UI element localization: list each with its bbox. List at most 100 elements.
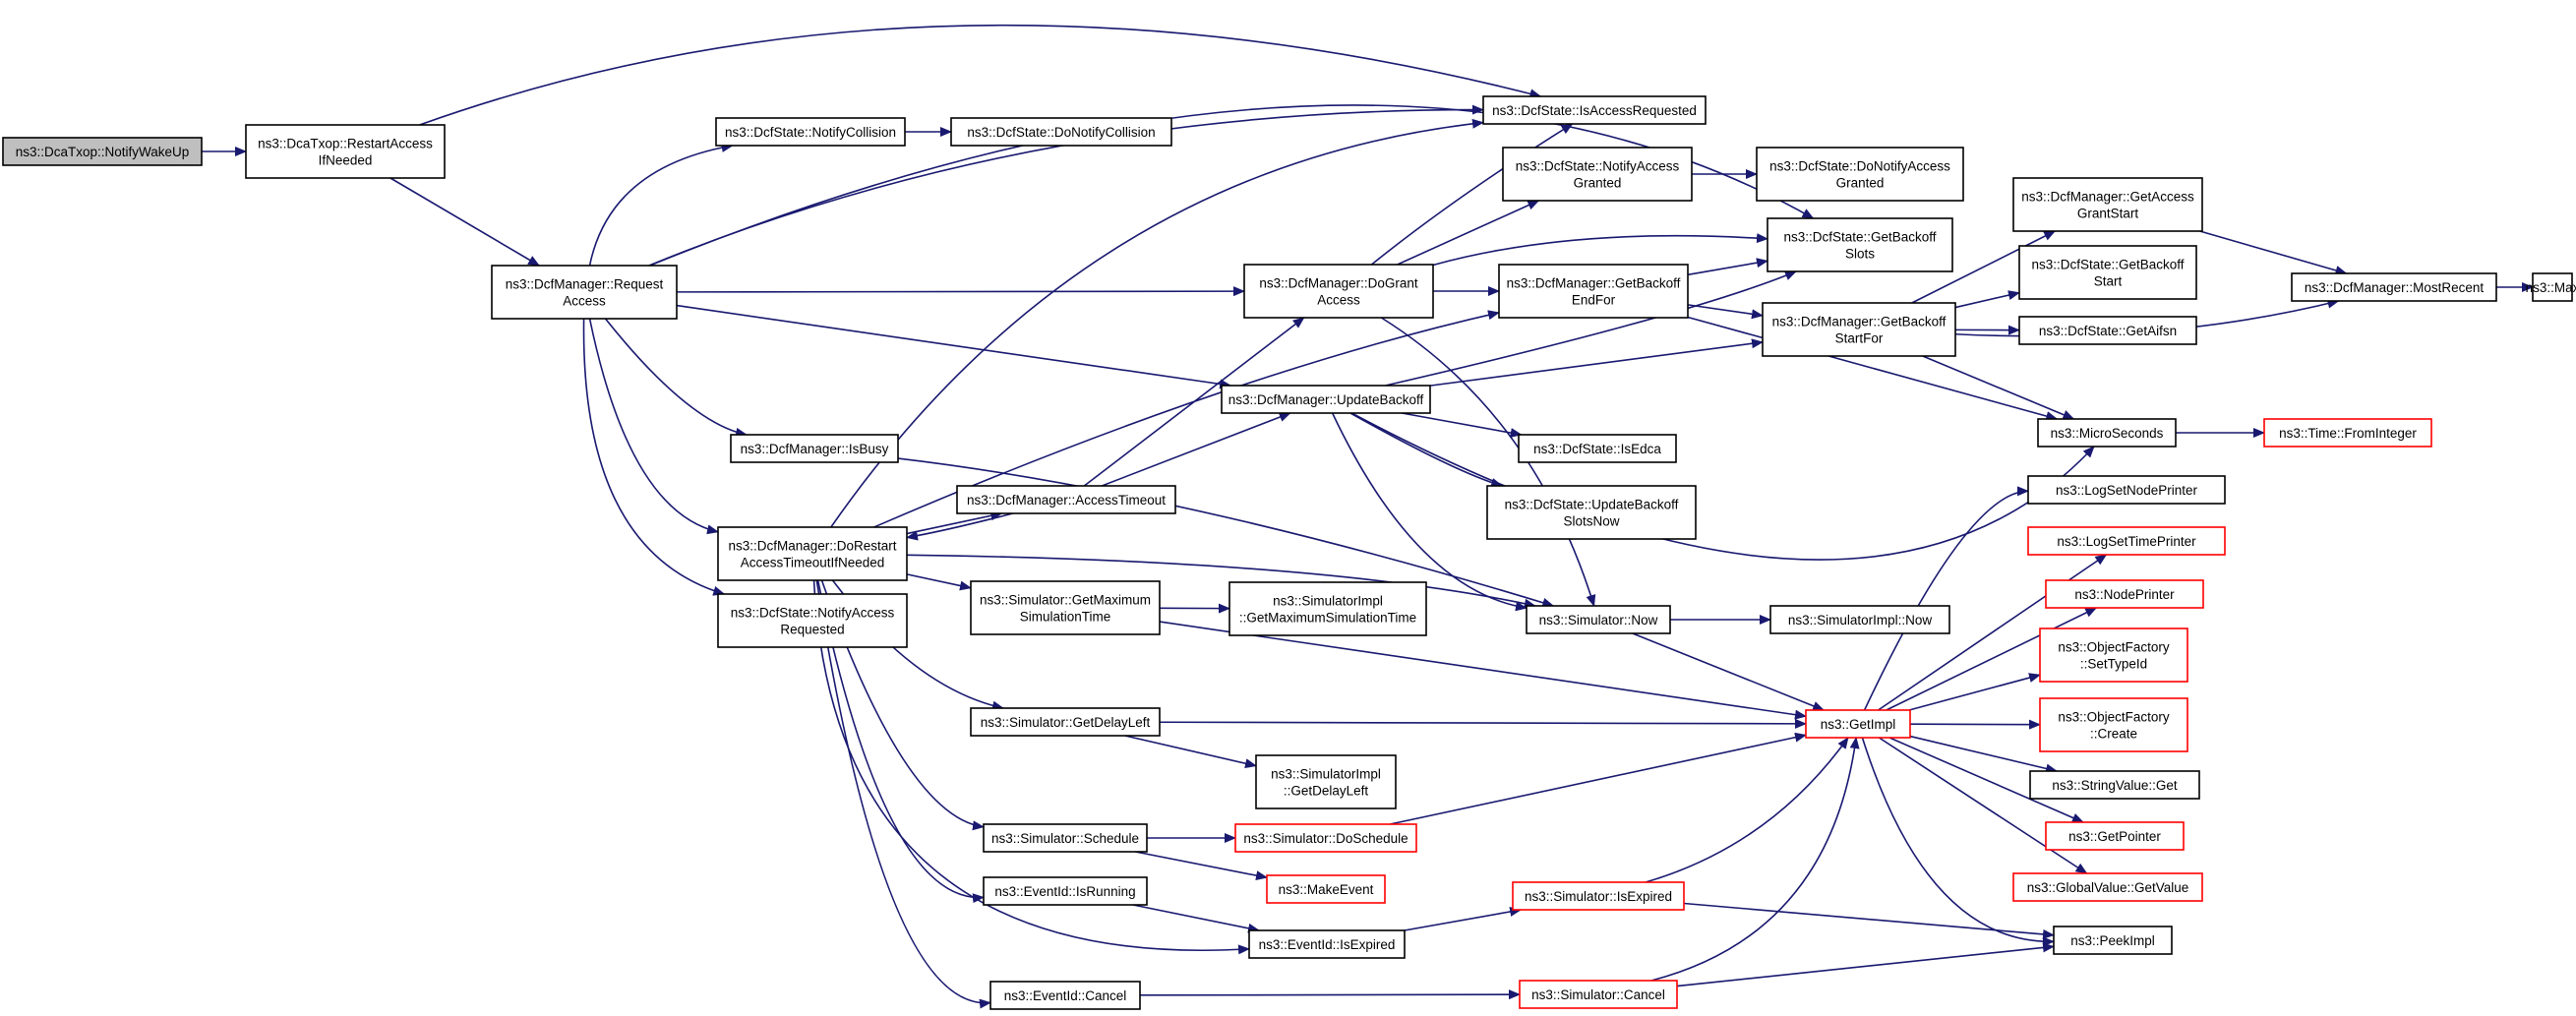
- node-getDelayLeft[interactable]: ns3::Simulator::GetDelayLeft: [970, 707, 1161, 737]
- node-isEdca[interactable]: ns3::DcfState::IsEdca: [1518, 434, 1677, 463]
- node-label-line: ns3::DcaTxop::RestartAccess: [258, 137, 433, 151]
- node-globalValueGet[interactable]: ns3::GlobalValue::GetValue: [2012, 872, 2203, 902]
- node-simNow[interactable]: ns3::Simulator::Now: [1526, 605, 1671, 634]
- edge-updateBackoff-to-updateBackoffSlotsNow: [1349, 412, 1504, 488]
- node-box: [1228, 581, 1427, 636]
- node-schedule[interactable]: ns3::Simulator::Schedule: [983, 823, 1148, 853]
- node-box: [717, 526, 908, 581]
- node-label-line: IfNeeded: [319, 153, 373, 168]
- node-box: [1243, 264, 1434, 319]
- node-implNow[interactable]: ns3::SimulatorImpl::Now: [1769, 605, 1950, 634]
- node-label-line: ns3::DcfManager::Request: [506, 277, 664, 292]
- node-getImpl[interactable]: ns3::GetImpl: [1805, 709, 1911, 739]
- node-notifyCollision[interactable]: ns3::DcfState::NotifyCollision: [715, 117, 906, 147]
- edge-getBackoffEndFor-to-getBackoffSlots: [1687, 258, 1768, 276]
- edge-doGrant-to-notifyAccessGranted: [1397, 200, 1540, 266]
- node-label-line: ns3::DcfManager::UpdateBackoff: [1228, 392, 1424, 407]
- node-stringValueGet[interactable]: ns3::StringValue::Get: [2029, 770, 2200, 800]
- node-label-line: ns3::Simulator::Cancel: [1531, 987, 1665, 1002]
- node-peekImpl[interactable]: ns3::PeekImpl: [2053, 926, 2173, 955]
- node-getPointer[interactable]: ns3::GetPointer: [2045, 821, 2185, 851]
- node-label-line: ns3::DcfManager::GetBackoff: [1772, 315, 1947, 329]
- edge-request-to-doRestart: [588, 318, 719, 535]
- edge-request-to-notifyCollision: [588, 142, 734, 267]
- edge-getMaxSim-to-getImpl: [1159, 621, 1807, 720]
- node-box: [1498, 264, 1689, 319]
- node-box: [2053, 926, 2173, 955]
- node-label-line: ns3::Time::FromInteger: [2279, 426, 2417, 441]
- edge-doGrant-to-isAccessReq: [1370, 123, 1574, 266]
- edge-schedule-to-makeEvent: [1135, 851, 1268, 881]
- node-logSetTimePrinter[interactable]: ns3::LogSetTimePrinter: [2027, 526, 2226, 556]
- node-label-line: SlotsNow: [1563, 514, 1619, 529]
- edge-updateBackoff-to-simNow: [1331, 412, 1528, 612]
- node-box: [1482, 95, 1707, 125]
- edge-getBackoffStartFor-to-getAccessGrantStart: [1911, 230, 2057, 304]
- node-doNotifyCollision[interactable]: ns3::DcfState::DoNotifyCollision: [950, 117, 1172, 147]
- node-doRestart[interactable]: ns3::DcfManager::DoRestartAccessTimeoutI…: [717, 526, 908, 581]
- node-updateBackoff[interactable]: ns3::DcfManager::UpdateBackoff: [1221, 385, 1431, 414]
- node-isRunning[interactable]: ns3::EventId::IsRunning: [983, 876, 1148, 906]
- node-doSchedule[interactable]: ns3::Simulator::DoSchedule: [1234, 823, 1417, 853]
- edge-restart-to-isAccessReq: [419, 24, 1542, 126]
- edge-getBackoffStartFor-to-getBackoffStart: [1954, 290, 2020, 309]
- node-accessTimeout[interactable]: ns3::DcfManager::AccessTimeout: [956, 485, 1176, 514]
- node-box: [983, 823, 1148, 853]
- node-logSetNodePrinter[interactable]: ns3::LogSetNodePrinter: [2027, 475, 2226, 505]
- node-microSeconds[interactable]: ns3::MicroSeconds: [2037, 418, 2177, 448]
- node-ofCreate[interactable]: ns3::ObjectFactory::Create: [2039, 697, 2188, 752]
- node-label-line: ns3::EventId::IsRunning: [994, 884, 1135, 899]
- node-root: ns3::DcaTxop::NotifyWakeUp: [2, 137, 203, 166]
- edge-doRestart-to-simNow: [906, 554, 1536, 609]
- node-simCancel[interactable]: ns3::Simulator::Cancel: [1519, 980, 1678, 1009]
- node-makeEvent[interactable]: ns3::MakeEvent: [1266, 874, 1386, 904]
- node-isAccessReq[interactable]: ns3::DcfState::IsAccessRequested: [1482, 95, 1707, 125]
- node-implGetMax[interactable]: ns3::SimulatorImpl::GetMaximumSimulation…: [1228, 581, 1427, 636]
- node-eventCancel[interactable]: ns3::EventId::Cancel: [989, 981, 1141, 1010]
- node-implGetDelay[interactable]: ns3::SimulatorImpl::GetDelayLeft: [1255, 754, 1397, 809]
- node-getMaxSim[interactable]: ns3::Simulator::GetMaximumSimulationTime: [970, 580, 1161, 635]
- node-box: [1486, 485, 1697, 540]
- node-ofSetTypeId[interactable]: ns3::ObjectFactory::SetTypeId: [2039, 628, 2188, 683]
- node-box: [245, 124, 446, 179]
- node-label-line: SimulationTime: [1020, 610, 1111, 625]
- node-mostRecent[interactable]: ns3::DcfManager::MostRecent: [2291, 272, 2497, 302]
- node-isBusy[interactable]: ns3::DcfManager::IsBusy: [730, 434, 899, 463]
- node-box: [1769, 605, 1950, 634]
- edge-eventCancel-to-simCancel: [1139, 989, 1521, 1000]
- node-label-line: ns3::DcfManager::MostRecent: [2305, 280, 2485, 295]
- node-getAifsn[interactable]: ns3::DcfState::GetAifsn: [2018, 316, 2197, 345]
- node-timeFromInteger[interactable]: ns3::Time::FromInteger: [2263, 418, 2432, 448]
- node-box: [989, 981, 1141, 1010]
- node-box: [730, 434, 899, 463]
- node-box: [1234, 823, 1417, 853]
- edge-getDelayLeft-to-implGetDelay: [1124, 735, 1257, 769]
- edge-updateBackoff-to-getBackoffSlots: [1385, 270, 1797, 387]
- node-nodePrinter[interactable]: ns3::NodePrinter: [2045, 579, 2204, 609]
- node-box: [2045, 821, 2185, 851]
- node-max[interactable]: ns3::Max: [2526, 272, 2576, 302]
- edge-simIsExpired-to-peekImpl: [1683, 902, 2055, 939]
- node-box: [2029, 770, 2200, 800]
- node-simIsExpired[interactable]: ns3::Simulator::IsExpired: [1512, 881, 1685, 911]
- node-eventIsExpired[interactable]: ns3::EventId::IsExpired: [1248, 929, 1406, 959]
- node-label-line: ns3::DcfState::UpdateBackoff: [1505, 498, 1679, 512]
- node-box: [950, 117, 1172, 147]
- edge-getBackoffEndFor-to-getBackoffStartFor: [1687, 304, 1764, 320]
- node-label-line: ns3::DcfManager::DoGrant: [1259, 276, 1418, 291]
- node-label-line: ns3::DcfState::NotifyAccess: [1516, 159, 1680, 174]
- node-label-line: ns3::GlobalValue::GetValue: [2027, 880, 2189, 895]
